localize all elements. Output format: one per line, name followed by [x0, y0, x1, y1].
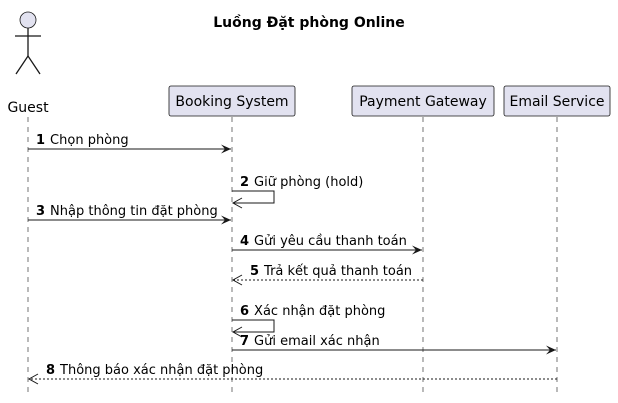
diagram-title: Luồng Đặt phòng Online [213, 14, 405, 31]
message-number: 7 [240, 334, 249, 349]
message-7: 7 Gửi email xác nhận [232, 334, 556, 355]
participant-label: Guest [7, 100, 49, 116]
arrow-head-icon [231, 326, 243, 338]
message-arrow-line [232, 319, 275, 333]
message-number: 5 [250, 264, 259, 279]
message-text: Xác nhận đặt phòng [254, 304, 385, 319]
message-text: Thông báo xác nhận đặt phòng [59, 363, 263, 378]
arrow-head-icon [231, 274, 243, 286]
message-number: 3 [36, 204, 45, 219]
message-label: 2 Giữ phòng (hold) [240, 175, 363, 190]
message-3: 3 Nhập thông tin đặt phòng [28, 204, 231, 225]
message-1: 1 Chọn phòng [28, 133, 231, 154]
arrow-head-icon [27, 373, 39, 385]
arrow-head-icon [221, 215, 231, 225]
message-label: 6 Xác nhận đặt phòng [240, 304, 385, 319]
message-5: 5 Trả kết quả thanh toán [231, 264, 423, 286]
arrow-head-icon [231, 197, 243, 209]
participant-booking: Booking System [168, 85, 296, 117]
message-text: Trả kết quả thanh toán [263, 264, 412, 279]
message-label: 8 Thông báo xác nhận đặt phòng [46, 363, 263, 378]
message-4: 4 Gửi yêu cầu thanh toán [232, 234, 422, 255]
participant-box [351, 85, 495, 117]
arrow-head-icon [412, 245, 422, 255]
message-text: Gửi email xác nhận [254, 334, 380, 349]
participant-label: Booking System [175, 94, 288, 110]
message-text: Gửi yêu cầu thanh toán [254, 234, 407, 249]
message-text: Nhập thông tin đặt phòng [50, 204, 218, 219]
message-number: 2 [240, 175, 249, 190]
participant-guest: Guest [7, 11, 49, 116]
message-label: 3 Nhập thông tin đặt phòng [36, 204, 218, 219]
message-number: 1 [36, 133, 45, 148]
participant-box [168, 85, 296, 117]
message-2: 2 Giữ phòng (hold) [231, 175, 363, 209]
message-number: 6 [240, 304, 249, 319]
participant-label: Payment Gateway [359, 94, 487, 110]
actor-head-icon [19, 11, 37, 29]
message-label: 4 Gửi yêu cầu thanh toán [240, 234, 407, 249]
message-label: 1 Chọn phòng [36, 133, 129, 148]
messages: 1 Chọn phòng 2 Giữ phòng (hold) 3 Nhập thông … [27, 133, 557, 385]
participant-email: Email Service [503, 85, 611, 117]
lifelines [27, 117, 558, 393]
message-arrow-line [232, 190, 275, 204]
arrow-head-icon [546, 345, 556, 355]
participants: Guest Booking System Payment Gateway Email … [7, 11, 611, 117]
message-6: 6 Xác nhận đặt phòng [231, 304, 385, 338]
message-number: 4 [240, 234, 249, 249]
actor-legs-icon [15, 54, 41, 75]
message-8: 8 Thông báo xác nhận đặt phòng [27, 363, 557, 385]
message-text: Giữ phòng (hold) [254, 175, 363, 190]
message-text: Chọn phòng [50, 133, 129, 148]
message-number: 8 [46, 363, 55, 378]
message-label: 5 Trả kết quả thanh toán [250, 264, 412, 279]
participant-label: Email Service [509, 94, 604, 110]
participant-box [503, 85, 611, 117]
arrow-head-icon [221, 144, 231, 154]
participant-payment: Payment Gateway [351, 85, 495, 117]
message-label: 7 Gửi email xác nhận [240, 334, 380, 349]
